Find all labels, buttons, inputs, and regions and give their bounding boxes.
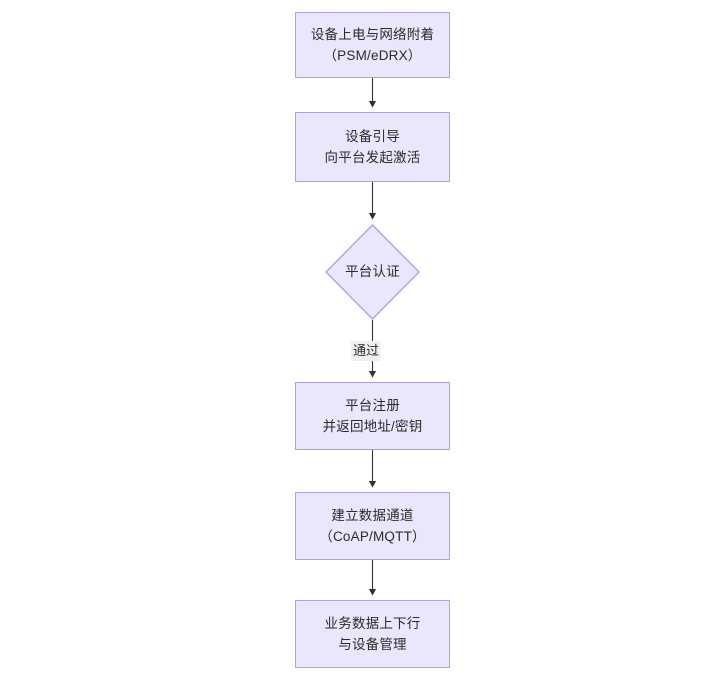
node-platform-authentication[interactable]: 平台认证 (325, 224, 420, 320)
node-label-line-2: 并返回地址/密钥 (322, 419, 423, 434)
node-label-line-2: （CoAP/MQTT） (319, 529, 426, 544)
node-label-line-1: 设备上电与网络附着 (310, 27, 435, 42)
node-label-line-1: 平台认证 (345, 264, 400, 279)
node-label-line-1: 建立数据通道 (331, 508, 414, 523)
node-label-line-2: 向平台发起激活 (324, 150, 421, 165)
node-label-line-2: （PSM/eDRX） (323, 48, 422, 63)
node-device-bootstrap[interactable]: 设备引导 向平台发起激活 (295, 112, 450, 182)
node-establish-data-channel[interactable]: 建立数据通道 （CoAP/MQTT） (295, 492, 450, 560)
node-label-line-1: 设备引导 (345, 129, 400, 144)
node-platform-registration[interactable]: 平台注册 并返回地址/密钥 (295, 382, 450, 450)
node-device-power-on[interactable]: 设备上电与网络附着 （PSM/eDRX） (295, 12, 450, 78)
node-label-line-1: 业务数据上下行 (324, 616, 421, 631)
diamond-shape-icon (325, 224, 420, 320)
edge-label-pass: 通过 (351, 341, 382, 361)
node-label-line-2: 与设备管理 (338, 637, 407, 652)
node-label-line-1: 平台注册 (345, 398, 400, 413)
node-business-data-and-management[interactable]: 业务数据上下行 与设备管理 (295, 600, 450, 668)
